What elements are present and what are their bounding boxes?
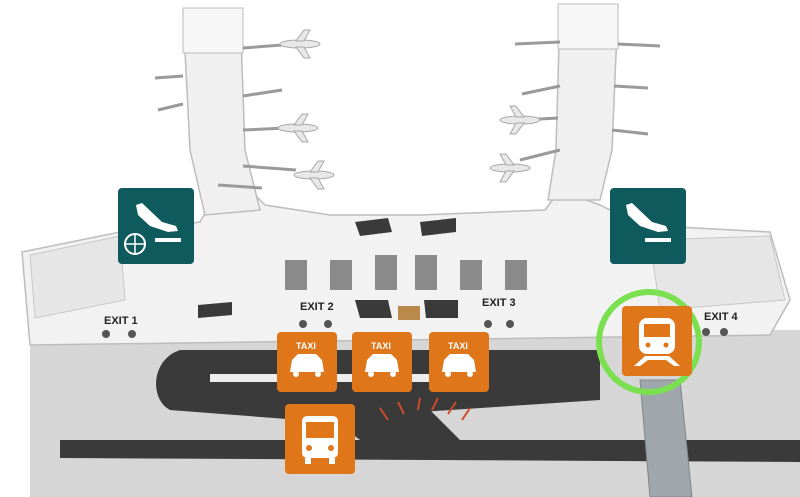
- road-south: [60, 440, 800, 462]
- exit-4-label: EXIT 4: [704, 311, 739, 323]
- bus-icon: [302, 416, 338, 464]
- airplane-icon: [489, 153, 531, 183]
- rail-track: [639, 379, 693, 497]
- airplane-icon: [293, 160, 335, 190]
- train-icon: [634, 318, 680, 366]
- exit-1-label: EXIT 1: [104, 315, 138, 327]
- airplane-icon: [277, 113, 319, 143]
- bus-stop-tile[interactable]: [285, 404, 355, 474]
- terminal-roof-left: [29, 235, 126, 319]
- highlight-ring: [596, 289, 702, 395]
- escalators: [198, 218, 458, 318]
- airplanes: [277, 29, 541, 190]
- taxi-stand-1[interactable]: TAXI: [277, 332, 337, 392]
- left-jet-bridges: [154, 42, 297, 190]
- left-pier-head: [182, 7, 244, 54]
- taxi-icon: [365, 354, 399, 377]
- exit-3-label: EXIT 3: [482, 297, 516, 309]
- domestic-arrivals-tile[interactable]: [610, 188, 686, 264]
- parking-barriers: [379, 397, 471, 421]
- plane-landing-globe-icon: [124, 203, 181, 255]
- shop-kiosk: [398, 306, 420, 320]
- taxi-label: TAXI: [448, 341, 468, 351]
- taxi-icon: [290, 354, 324, 377]
- plane-landing-icon: [626, 203, 671, 242]
- train-station-tile[interactable]: [622, 306, 692, 376]
- taxi-stand-2[interactable]: TAXI: [352, 332, 412, 392]
- exit-2-label: EXIT 2: [300, 301, 334, 313]
- road-island: [210, 374, 470, 382]
- exit-markers: [102, 320, 728, 338]
- international-arrivals-tile[interactable]: [118, 188, 194, 264]
- right-pier-head: [557, 3, 619, 50]
- taxi-icon: [442, 354, 476, 377]
- airplane-icon: [279, 29, 321, 59]
- check-in-counters: [285, 255, 527, 290]
- taxi-stand-3[interactable]: TAXI: [429, 332, 489, 392]
- airplane-icon: [499, 105, 541, 135]
- taxi-label: TAXI: [296, 341, 316, 351]
- taxi-label: TAXI: [371, 341, 391, 351]
